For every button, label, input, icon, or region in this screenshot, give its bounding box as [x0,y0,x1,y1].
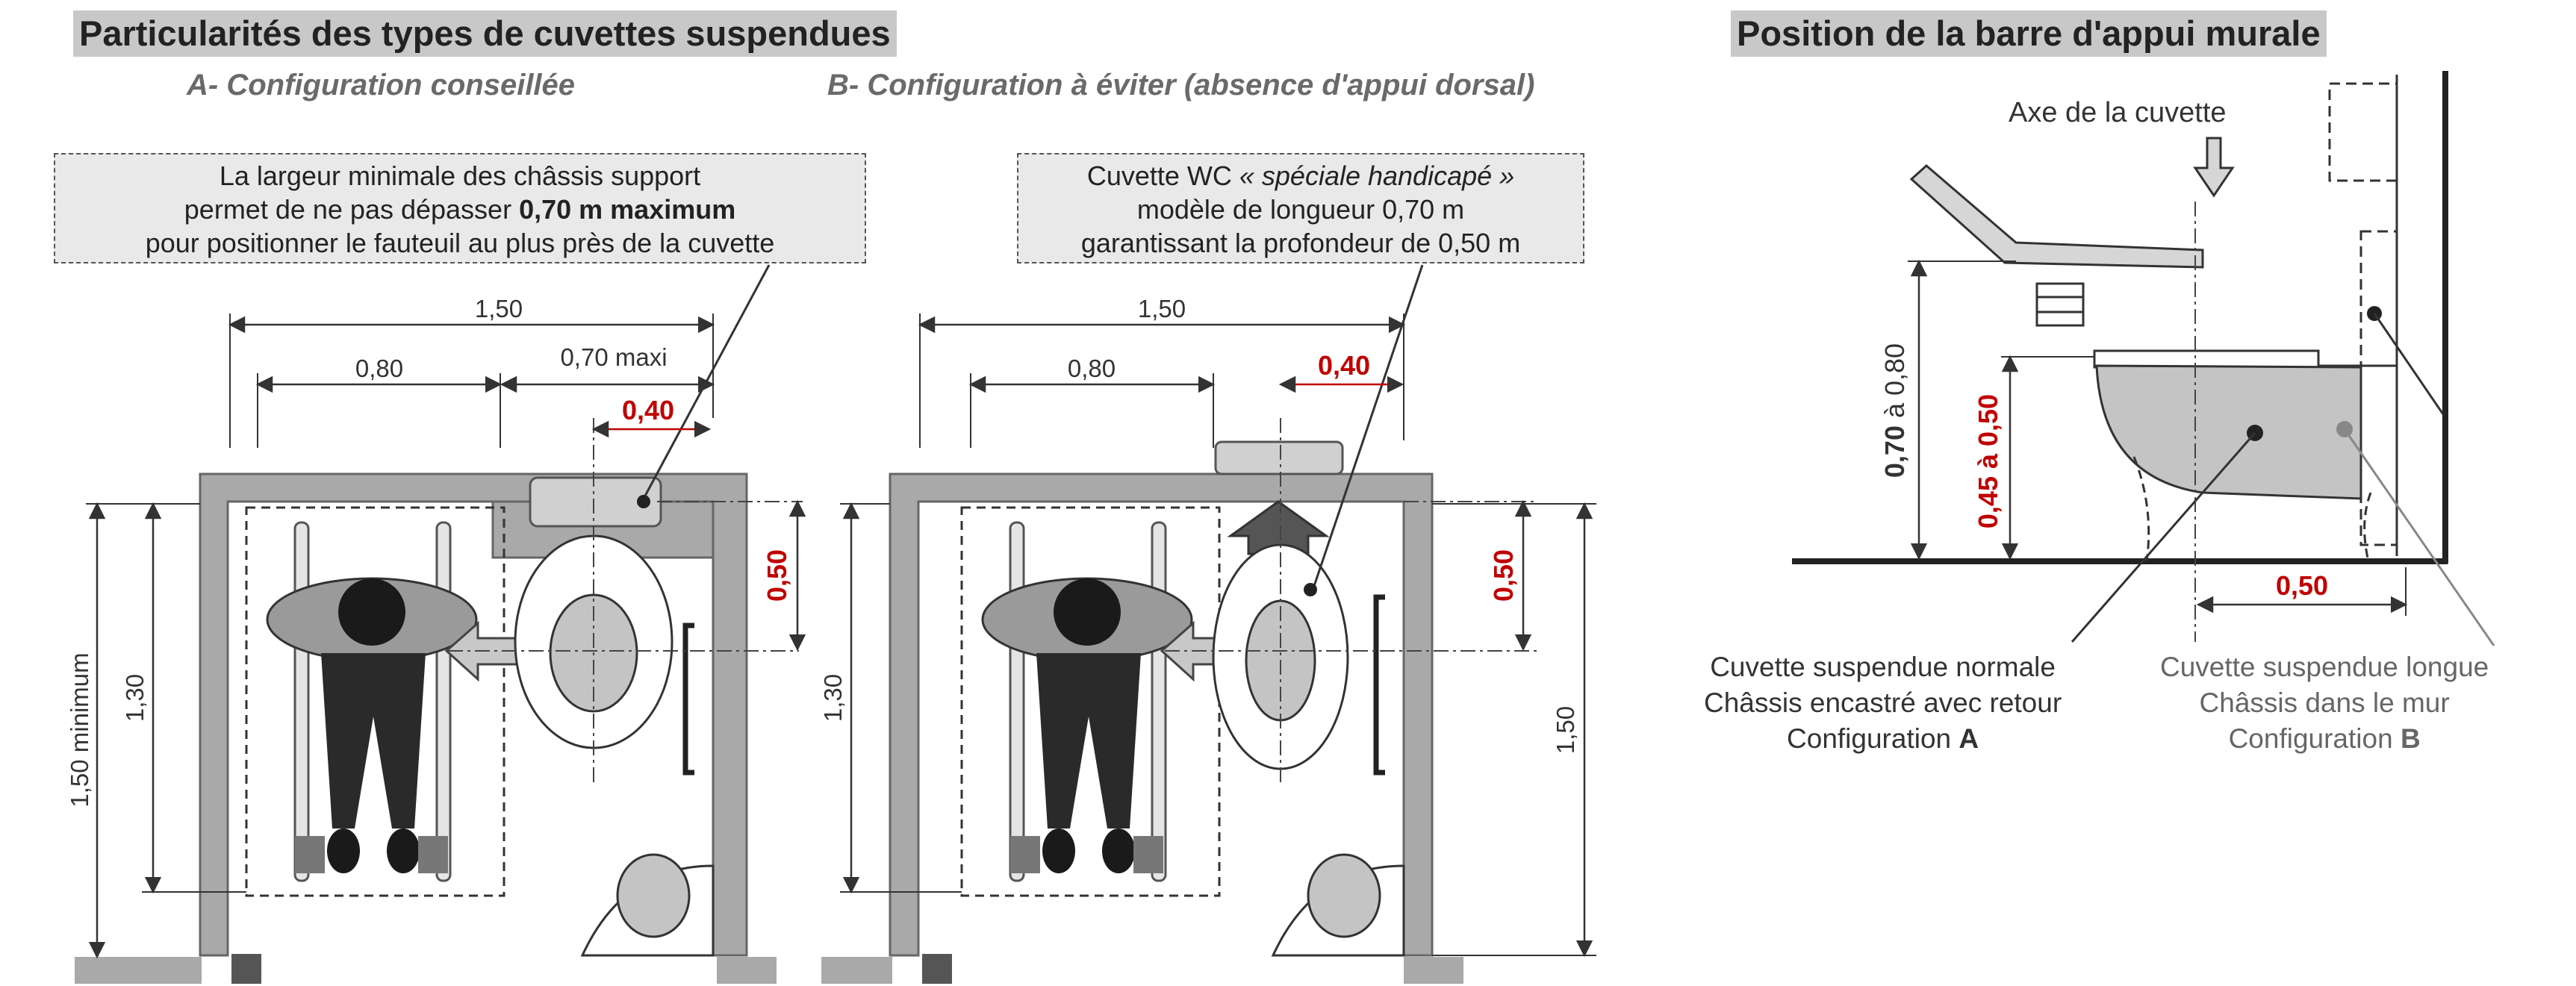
plan-b-sink-basin [1307,853,1381,938]
plan-b-grab-bar [1373,594,1385,776]
caption-a-letter: A [1959,723,1979,754]
note-box-b: Cuvette WC « spéciale handicapé » modèle… [1017,153,1584,263]
plan-a-leader-dot [637,495,650,508]
plan-b-red-040: 0,40 [1318,350,1370,381]
caption-b-line1: Cuvette suspendue longue [2160,652,2489,682]
elevation-cistern-top [2328,82,2398,182]
plan-a-footrest-left [295,836,325,873]
plan-a-wheelchair-area [245,506,505,897]
plan-a: 1,50 0,80 0,70 maxi 0,40 0,50 1,50 minim… [66,264,806,984]
caption-a-line1: Cuvette suspendue normale [1710,652,2056,682]
caption-config-a: Cuvette suspendue normale Châssis encast… [1704,649,2062,757]
plan-a-floor-left [75,957,202,984]
plan-b-floor-left [821,957,892,984]
plan-b-height-130: 1,30 [819,674,847,722]
elevation-grab-bar [1909,164,2204,269]
plan-a-height-min: 1,50 minimum [66,652,93,807]
note-a-line3: pour positionner le fauteuil au plus prè… [145,228,775,258]
plan-a-chair-wheel-left [293,521,310,882]
plan-b-person-foot-left [1042,829,1075,873]
config-b-subtitle: B- Configuration à éviter (absence d'app… [827,69,1535,102]
left-section-title: Particularités des types de cuvettes sus… [73,10,897,57]
plan-b-footrest-right [1133,836,1163,873]
note-b-line1-italic: « spéciale handicapé » [1239,160,1515,191]
elevation-height-rest: à 0,80 [1879,343,1910,425]
plan-b-red-050: 0,50 [1488,549,1519,602]
plan-a-floor-right [717,957,777,984]
plan-a-dim-150: 1,50 [475,295,523,322]
plan-b-dim-080: 0,80 [1068,355,1116,382]
elevation-view: 0,70 à 0,80 0,45 à 0,50 0,50 [1792,71,2495,646]
elevation-leader-b [2343,428,2495,646]
right-section-title: Position de la barre d'appui murale [1731,10,2327,57]
plan-a-chair-wheel-right [435,521,452,882]
plan-b-leader-dot [1304,583,1317,596]
elevation-height-label: 0,70 à 0,80 [1879,343,1910,478]
caption-b-line3-text: Configuration [2228,723,2401,754]
plan-a-grab-bar [682,623,694,776]
plan-a-footrest-right [418,836,448,873]
elevation-axis-arrow [2193,137,2235,198]
plan-b-backrest-arrow [1227,500,1330,555]
note-a-line1: La largeur minimale des châssis support [219,160,701,191]
plan-a-height-130: 1,30 [121,674,149,722]
plan-b-person-head [1054,578,1121,646]
note-a-line2: permet de ne pas dépasser 0,70 m maximum [63,193,857,226]
caption-b-letter: B [2400,723,2421,754]
plan-b-chair-wheel-left [1009,521,1025,882]
plan-b-chair-wheel-right [1151,521,1167,882]
elevation-seat [2093,349,2320,369]
note-b-line2: modèle de longueur 0,70 m [1136,194,1465,225]
plan-b: 1,50 0,80 0,40 0,50 1,30 1,50 [819,264,1596,984]
elevation-leader-frame [2373,313,2445,415]
plan-a-dim-080: 0,80 [355,355,403,382]
plan-a-leader [642,264,771,499]
elevation-bowl [2095,364,2362,500]
config-a-subtitle: A- Configuration conseillée [187,69,576,102]
plan-b-person-foot-right [1102,829,1135,873]
plan-b-dim-150: 1,50 [1138,295,1186,322]
caption-b-line2: Châssis dans le mur [2199,687,2450,718]
elevation-height-bold: 0,70 [1879,425,1910,478]
axis-label: Axe de la cuvette [2009,97,2227,128]
plan-a-door-post [231,954,261,984]
elevation-leader-a [2071,432,2256,643]
elevation-red-depth: 0,50 [2276,570,2328,601]
plan-a-red-050: 0,50 [762,549,792,602]
elevation-paper-holder [2035,282,2085,327]
caption-config-b: Cuvette suspendue longue Châssis dans le… [2160,649,2489,757]
elevation-waste-b [2363,492,2372,562]
plan-a-sink-basin [616,853,691,938]
plan-a-dim-070-maxi: 0,70 maxi [560,343,667,371]
plan-b-person-legs [1036,653,1141,829]
plan-b-door-post [922,954,952,984]
caption-b-line3: Configuration B [2160,721,2489,757]
plan-a-person-legs [321,653,426,829]
plan-b-floor-right [1404,957,1463,984]
caption-a-line3-text: Configuration [1787,723,1959,754]
plan-a-person-head [338,578,405,646]
elevation-red-height: 0,45 à 0,50 [1973,394,2003,528]
plan-a-person-foot-right [387,829,420,873]
caption-a-line3: Configuration A [1704,721,2062,757]
note-b-line1: Cuvette WC « spéciale handicapé » [1026,159,1575,193]
plan-b-height-150: 1,50 [1552,706,1579,754]
note-b-line3: garantissant la profondeur de 0,50 m [1080,228,1521,258]
note-a-line2-bold: 0,70 m maximum [519,194,736,225]
note-box-a: La largeur minimale des châssis support … [54,153,866,263]
plan-a-red-040: 0,40 [622,395,674,425]
note-b-line1-text: Cuvette WC [1086,160,1239,191]
plan-a-person-foot-left [327,829,360,873]
elevation-waste-a [2132,456,2150,562]
note-a-line2-text: permet de ne pas dépasser [184,194,520,225]
plan-b-footrest-left [1010,836,1040,873]
plan-b-wall-frame [1214,440,1344,475]
caption-a-line2: Châssis encastré avec retour [1704,687,2062,718]
